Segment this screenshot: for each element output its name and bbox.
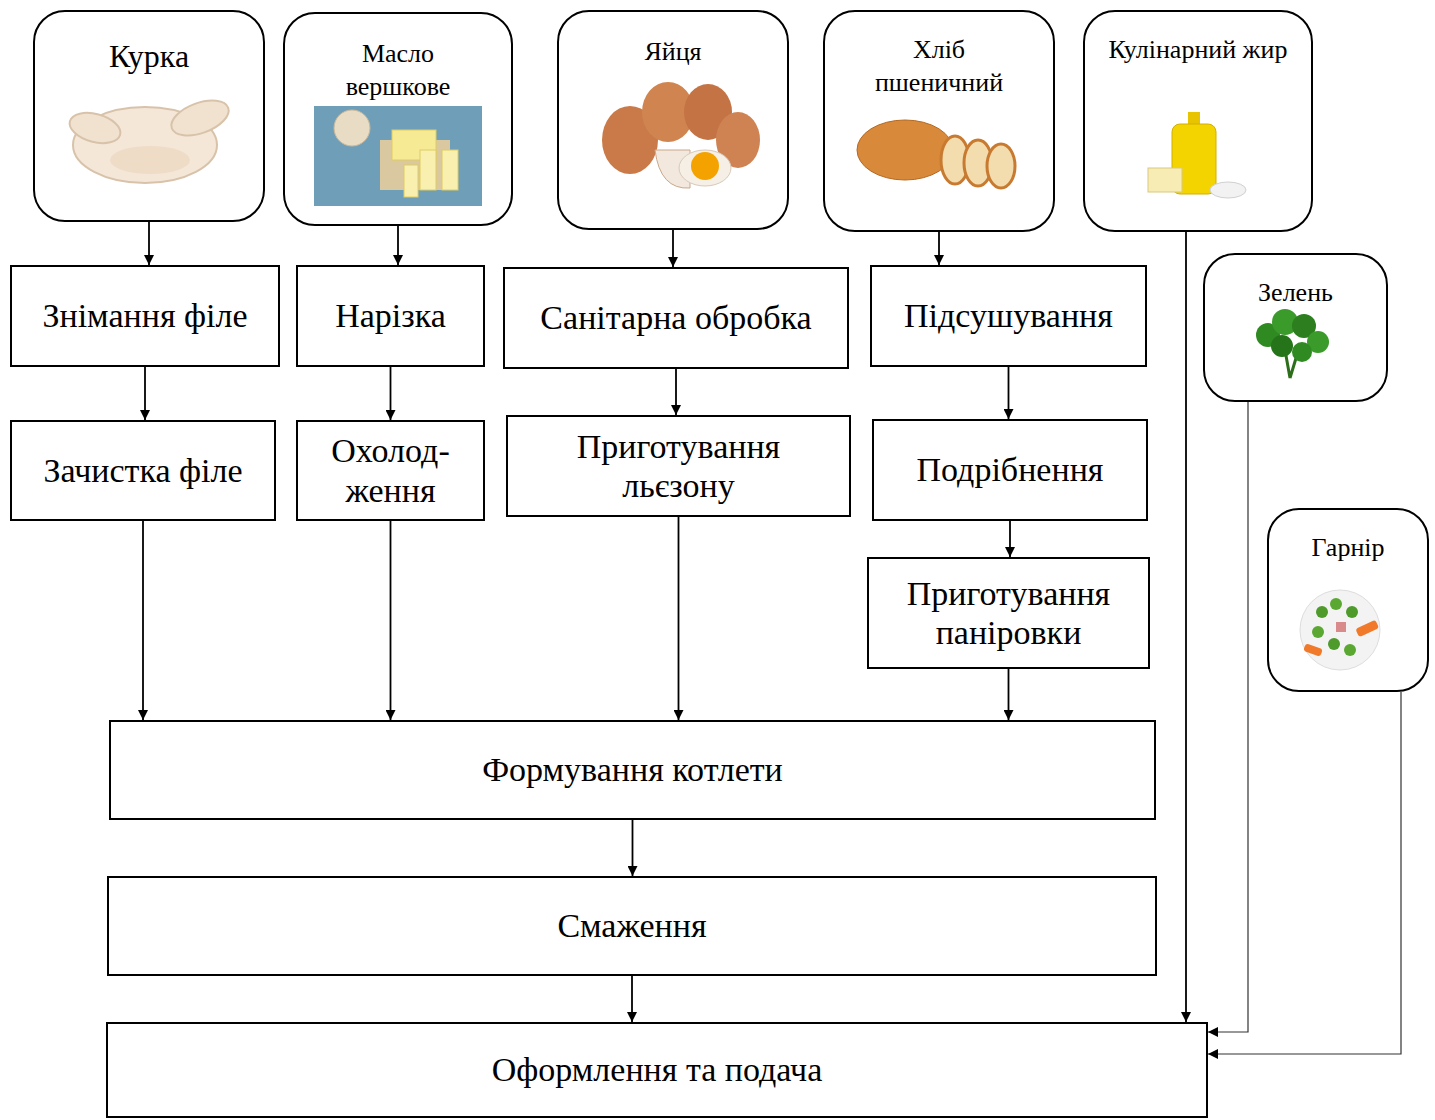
garnish-plate bbox=[1300, 590, 1380, 670]
parsley-leaf bbox=[1271, 335, 1293, 357]
pea bbox=[1330, 598, 1342, 610]
node-label: Смаження bbox=[557, 906, 706, 945]
butter-slice bbox=[442, 150, 458, 190]
pea bbox=[1344, 644, 1356, 656]
pea bbox=[1312, 626, 1324, 638]
pea bbox=[1316, 606, 1328, 618]
carrot-piece bbox=[1355, 620, 1379, 637]
garnish-picture bbox=[1300, 590, 1380, 670]
process-box: Нарізка bbox=[296, 265, 485, 367]
flow-arrow bbox=[1008, 669, 1010, 720]
node-label: Масло вершкове bbox=[313, 38, 483, 103]
node-label: Оформлення та подача bbox=[492, 1050, 822, 1089]
process-box: Оформлення та подача bbox=[106, 1022, 1208, 1118]
pea bbox=[1346, 606, 1358, 618]
egg-yolk bbox=[691, 152, 719, 180]
process-box: Формування котлети bbox=[109, 720, 1156, 820]
parsley-leaf bbox=[1292, 342, 1312, 362]
flow-arrow bbox=[678, 517, 680, 720]
flow-arrow bbox=[631, 976, 633, 1022]
carrot-piece bbox=[1303, 643, 1323, 657]
ingredient-box: Яйця bbox=[557, 10, 789, 230]
node-label: Хліб пшеничний bbox=[854, 34, 1024, 99]
node-label: Нарізка bbox=[335, 296, 446, 335]
process-box: Приготування паніровки bbox=[867, 557, 1150, 669]
bread-loaf bbox=[857, 120, 953, 180]
node-label: Гарнір bbox=[1311, 532, 1384, 565]
ham-piece bbox=[1336, 622, 1346, 632]
flow-arrow bbox=[397, 226, 399, 265]
node-label: Охолод- ження bbox=[308, 431, 473, 509]
flow-arrow bbox=[938, 232, 940, 265]
flow-arrow bbox=[632, 820, 634, 876]
flow-arrow bbox=[390, 367, 392, 420]
butter-slice bbox=[420, 150, 436, 190]
fat-block bbox=[1148, 168, 1182, 192]
node-label: Подрібнення bbox=[917, 450, 1104, 489]
node-label: Формування котлети bbox=[482, 750, 783, 789]
butter-bowl bbox=[334, 110, 370, 146]
flow-arrow bbox=[1009, 521, 1011, 557]
flow-arrow bbox=[1008, 367, 1010, 419]
butter-slice bbox=[404, 165, 418, 197]
flow-arrow bbox=[144, 367, 146, 420]
bread-slice bbox=[987, 144, 1015, 188]
node-label: Санітарна обробка bbox=[540, 298, 811, 337]
node-label: Яйця bbox=[644, 36, 701, 69]
process-box: Підсушування bbox=[870, 265, 1147, 367]
node-label: Підсушування bbox=[904, 296, 1113, 335]
node-label: Приготування льєзону bbox=[518, 427, 839, 505]
process-box: Подрібнення bbox=[872, 419, 1148, 521]
chicken-picture bbox=[66, 94, 233, 183]
egg-shell bbox=[679, 150, 731, 186]
pea bbox=[1328, 638, 1340, 650]
process-box: Смаження bbox=[107, 876, 1157, 976]
butter-picture bbox=[314, 106, 482, 206]
node-label: Приготування паніровки bbox=[879, 574, 1138, 652]
process-box: Знімання філе bbox=[10, 265, 280, 367]
process-box: Охолод- ження bbox=[296, 420, 485, 521]
ingredient-box: Масло вершкове bbox=[283, 12, 513, 226]
chicken-leg bbox=[167, 94, 234, 143]
process-box: Санітарна обробка bbox=[503, 267, 849, 369]
eggs-picture bbox=[602, 82, 760, 188]
process-box: Зачистка філе bbox=[10, 420, 276, 521]
flow-arrow bbox=[142, 521, 144, 720]
chicken-wing bbox=[66, 108, 123, 149]
node-label: Кулінарний жир bbox=[1108, 34, 1287, 67]
node-label: Курка bbox=[109, 36, 189, 76]
chicken-shade bbox=[110, 146, 190, 174]
ingredient-box: Кулінарний жир bbox=[1083, 10, 1313, 232]
butter-background bbox=[314, 106, 482, 206]
ingredient-box: Зелень bbox=[1203, 253, 1388, 402]
flow-arrow bbox=[1208, 402, 1248, 1032]
flow-arrow bbox=[148, 222, 150, 265]
node-label: Зачистка філе bbox=[43, 451, 242, 490]
bottle-cap bbox=[1188, 112, 1200, 124]
node-label: Зелень bbox=[1258, 277, 1333, 310]
ingredient-box: Курка bbox=[33, 10, 265, 222]
flow-arrow bbox=[672, 230, 674, 267]
node-label: Знімання філе bbox=[42, 296, 247, 335]
parsley-picture bbox=[1256, 309, 1329, 378]
salt-pile bbox=[1210, 182, 1246, 198]
fat-picture bbox=[1148, 112, 1246, 198]
flow-arrow bbox=[1185, 232, 1187, 1022]
flow-arrow bbox=[390, 521, 392, 720]
ingredient-box: Хліб пшеничний bbox=[823, 10, 1055, 232]
bread-picture bbox=[857, 120, 1015, 188]
process-box: Приготування льєзону bbox=[506, 415, 851, 517]
flow-arrow bbox=[1208, 692, 1401, 1054]
ingredient-box: Гарнір bbox=[1267, 508, 1429, 692]
flow-arrow bbox=[675, 369, 677, 415]
